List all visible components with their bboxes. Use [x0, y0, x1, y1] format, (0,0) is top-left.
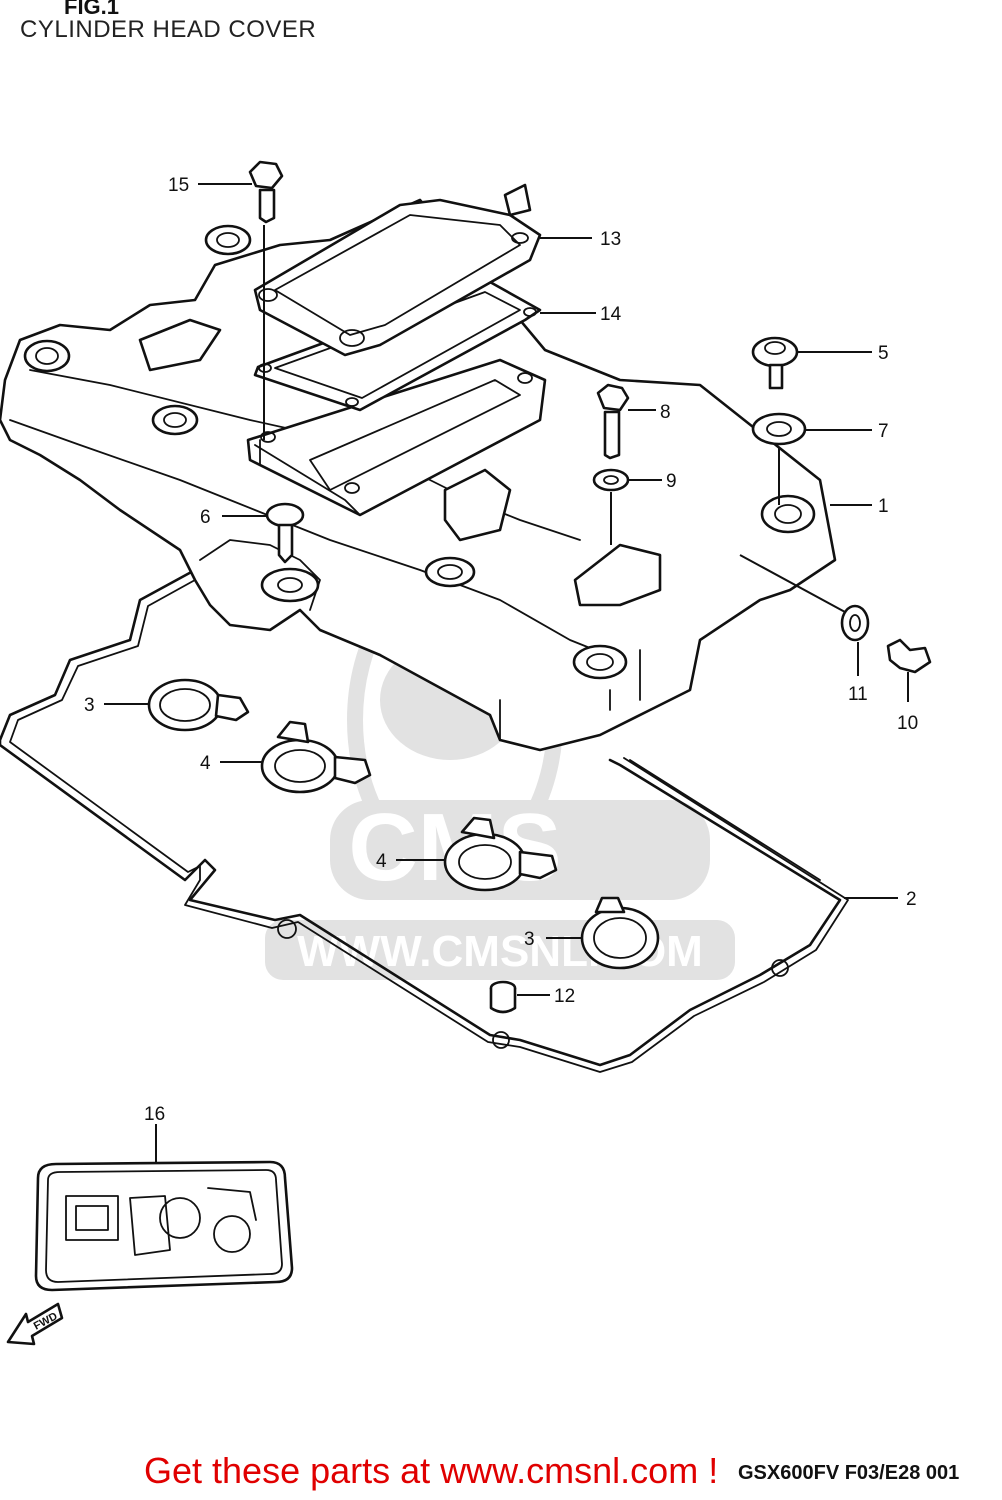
svg-text:12: 12 [554, 986, 575, 1007]
callout-9: 9 [628, 471, 677, 492]
svg-text:4: 4 [376, 851, 387, 872]
part-plug [886, 638, 932, 674]
callout-7: 7 [805, 421, 889, 442]
part-cam-end-cap-upper [147, 678, 250, 732]
forward-direction-marker: FWD [6, 1302, 64, 1346]
callout-5: 5 [797, 343, 889, 364]
svg-text:8: 8 [660, 402, 671, 423]
callout-11: 11 [848, 642, 868, 705]
part-breather-cover [253, 183, 542, 357]
svg-text:4: 4 [200, 753, 211, 774]
svg-text:6: 6 [200, 507, 211, 528]
part-cylinder-head-cover [0, 198, 837, 752]
part-cylinder-head-cover-gasket [0, 568, 849, 1073]
promo-link[interactable]: Get these parts at www.cmsnl.com ! [144, 1450, 719, 1491]
part-oil-seal-lower [443, 816, 558, 892]
part-oil-seal-upper [260, 720, 372, 794]
model-code: GSX600FV F03/E28 001 [738, 1462, 960, 1484]
callout-10: 10 [897, 672, 918, 734]
figure-caption: CYLINDER HEAD COVER [20, 16, 317, 43]
svg-text:10: 10 [897, 713, 918, 734]
part-breather-cover-bolt [248, 160, 284, 440]
callout-3-lower: 3 [524, 929, 582, 950]
part-gasket-set [34, 1160, 294, 1292]
svg-text:2: 2 [906, 889, 917, 910]
callout-14: 14 [540, 304, 622, 325]
svg-text:14: 14 [600, 304, 622, 325]
svg-text:1: 1 [878, 496, 889, 517]
part-cover-bolt [265, 502, 305, 564]
callout-3-upper: 3 [84, 695, 150, 716]
part-cam-end-cap-lower [580, 896, 660, 970]
callout-16: 16 [144, 1104, 165, 1164]
callout-6: 6 [200, 507, 268, 528]
svg-text:11: 11 [848, 684, 868, 705]
part-plug-gasket [739, 554, 870, 642]
svg-text:15: 15 [168, 175, 189, 196]
svg-text:3: 3 [524, 929, 535, 950]
svg-text:7: 7 [878, 421, 889, 442]
callout-2: 2 [844, 889, 917, 910]
svg-text:13: 13 [600, 229, 621, 250]
figure-id: FIG.1 [64, 0, 120, 19]
svg-text:5: 5 [878, 343, 889, 364]
svg-text:3: 3 [84, 695, 95, 716]
part-bolt [596, 383, 630, 460]
svg-text:16: 16 [144, 1104, 165, 1125]
callout-15: 15 [168, 175, 252, 196]
part-cap-bolt [751, 336, 799, 390]
part-dowel-pin [489, 980, 517, 1014]
callout-8: 8 [628, 402, 671, 423]
svg-text:9: 9 [666, 471, 677, 492]
callout-12: 12 [517, 986, 575, 1007]
callouts: 15 13 14 5 8 7 9 1 [84, 175, 918, 1164]
callout-4-upper: 4 [200, 753, 262, 774]
callout-1: 1 [830, 496, 889, 517]
callout-13: 13 [540, 229, 621, 250]
callout-4-lower: 4 [376, 851, 446, 872]
